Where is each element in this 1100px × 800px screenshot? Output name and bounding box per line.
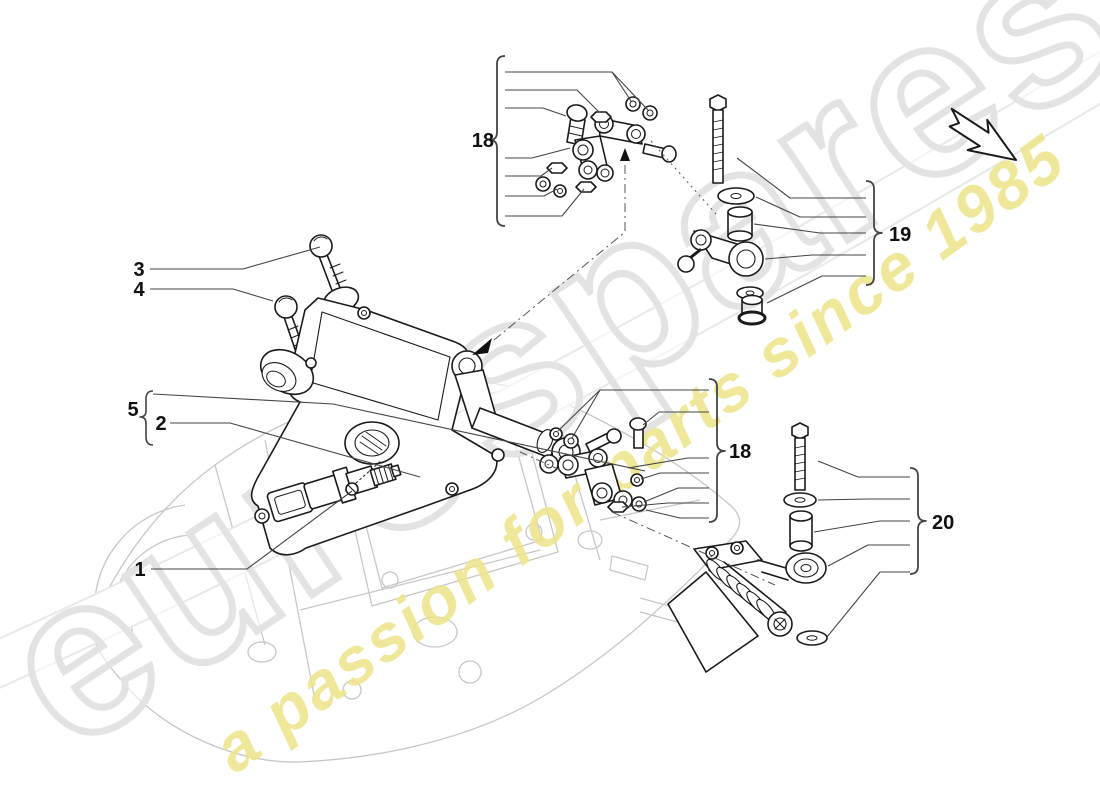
brace-20 [909,467,927,575]
brace-18-lower [708,378,726,523]
callout-labels: 3 4 5 2 1 18 19 18 20 [127,130,954,581]
part-label-18-lower[interactable]: 18 [729,441,751,463]
part-label-3[interactable]: 3 [133,259,144,281]
lever-group-20 [667,422,828,673]
linkage-group-18-upper [535,96,677,198]
axis-lines [493,140,776,586]
part-label-5[interactable]: 5 [127,399,138,421]
brace-18-upper [489,55,506,227]
part-label-1[interactable]: 1 [134,559,145,581]
linkage-group-18-lower [539,417,647,513]
part-label-18-upper[interactable]: 18 [472,130,494,152]
brace-5-2 [139,390,154,446]
brace-19 [865,180,883,286]
up-arrow-icon [620,148,630,161]
watermark-swoosh-core [0,52,1100,687]
part-label-2[interactable]: 2 [155,413,166,435]
assembly-arrow-icon [472,338,492,355]
lever-group-19 [677,94,767,326]
callout-lines [139,55,927,638]
part-label-19[interactable]: 19 [889,224,911,246]
screw-part-1 [345,482,359,496]
direction-arrow-icon [948,107,1018,162]
part-label-20[interactable]: 20 [932,512,954,534]
part-label-4[interactable]: 4 [133,279,145,301]
switch-axis-line [355,459,383,484]
